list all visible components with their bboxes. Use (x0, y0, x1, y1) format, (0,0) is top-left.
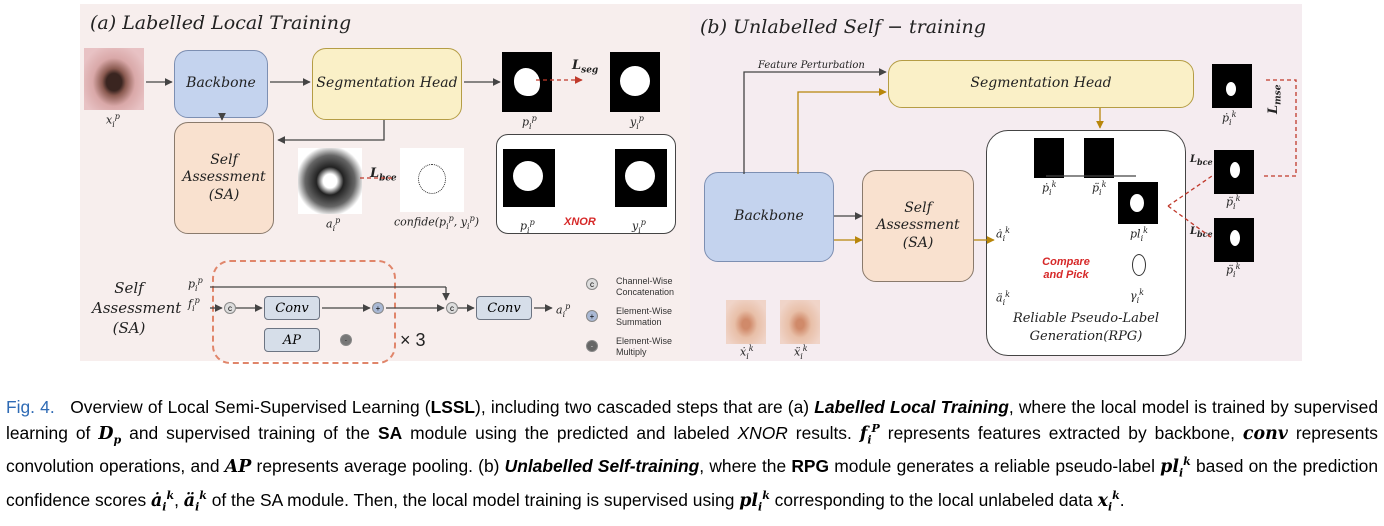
confide-label: confide(pip, yip) (394, 214, 479, 231)
sa-output-a: aip (556, 302, 571, 319)
xdot-label: ẋik (740, 344, 754, 361)
ap-box: AP (264, 328, 320, 352)
compare-pick-label: Compare and Pick (1042, 256, 1090, 281)
legend-concat-icon: c (586, 278, 598, 290)
sa-module-title: Self Assessment (SA) (92, 279, 182, 337)
input-image (84, 48, 144, 110)
rpg-pred-ddot (1084, 138, 1114, 178)
legend-sum-icon: + (586, 310, 598, 322)
legend-concat-text: Channel-Wise Concatenation (616, 276, 675, 297)
legend-multiply-icon: · (586, 340, 598, 352)
rpg-pseudo-label (1118, 182, 1158, 224)
panel-b-title: (b) Unlabelled Self − training (700, 16, 986, 38)
concat-circle: c (224, 302, 236, 314)
conv-box-2: Conv (476, 296, 532, 320)
rpg-pddot-label: p̈ik (1092, 180, 1107, 197)
adot-label: ȧik (996, 226, 1010, 243)
figure-number: Fig. 4. (6, 397, 55, 417)
xddot-label: ẍik (794, 344, 808, 361)
out-pred-ddot-1 (1214, 150, 1254, 194)
sa-repeat-block (212, 260, 396, 364)
input-image-xddot (780, 300, 820, 344)
panel-labelled-local-training: (a) Labelled Local Training xip Backbone… (80, 4, 690, 364)
rpg-pred-dot (1034, 138, 1064, 178)
self-assessment-box: Self Assessment (SA) (174, 122, 274, 234)
addot-label: äik (996, 290, 1010, 307)
sa-output-map (298, 148, 362, 214)
xnor-label: XNOR (564, 216, 596, 228)
backbone-box-b: Backbone (704, 172, 834, 262)
input-label: xip (106, 112, 120, 129)
sa-input-f: fip (188, 296, 200, 313)
sa-input-p: pip (188, 276, 203, 293)
legend-sum-text: Element-Wise Summation (616, 306, 673, 327)
confidence-map (400, 148, 464, 212)
conv-box-1: Conv (264, 296, 320, 320)
rpg-pdot-label: ṗik (1042, 180, 1057, 197)
multiply-circle: · (340, 334, 352, 346)
input-image-xdot (726, 300, 766, 344)
segmentation-head-box-b: Segmentation Head (888, 60, 1194, 108)
out-pddot-label-2: p̈ik (1226, 262, 1241, 279)
panel-a-title: (a) Labelled Local Training (90, 12, 352, 34)
l-bce-b-1: Lbce (1190, 154, 1213, 167)
figure-caption: Fig. 4. Overview of Local Semi-Supervise… (6, 397, 1379, 513)
gt-label: yip (630, 114, 644, 131)
diagram-connectors (146, 68, 1297, 312)
l-bce-b-2: Lbce (1190, 226, 1213, 239)
prediction-mask (502, 52, 552, 112)
concat-circle-2: c (446, 302, 458, 314)
rpg-gamma-label: γik (1130, 288, 1144, 305)
l-seg-label: Lseg (572, 58, 599, 76)
out-pdot-label: ṗik (1222, 110, 1237, 127)
a-label: aip (326, 216, 341, 233)
out-pred-dot (1212, 64, 1252, 108)
panel-unlabelled-self-training: (b) Unlabelled Self − training Feature P… (690, 4, 1302, 361)
rpg-pl-label: plik (1130, 226, 1148, 243)
out-pred-ddot-2 (1214, 218, 1254, 262)
xnor-pred-label: pip (520, 218, 535, 235)
rpg-gamma-map (1118, 244, 1158, 286)
feature-perturbation-label: Feature Perturbation (758, 60, 865, 71)
legend-multiply-text: Element-Wise Multiply (616, 336, 673, 357)
self-assessment-box-b: Self Assessment (SA) (862, 170, 974, 282)
xnor-box (496, 134, 676, 234)
repeat-label: × 3 (400, 330, 426, 350)
xnor-gt-label: yip (632, 218, 646, 235)
out-pddot-label-1: p̈ik (1226, 194, 1241, 211)
sum-circle: + (372, 302, 384, 314)
l-bce-label: Lbce (370, 166, 397, 184)
pred-label: pip (522, 114, 537, 131)
rpg-title: Reliable Pseudo-Label Generation(RPG) (1012, 311, 1160, 344)
segmentation-head-box: Segmentation Head (312, 48, 462, 120)
ground-truth-mask (610, 52, 660, 112)
